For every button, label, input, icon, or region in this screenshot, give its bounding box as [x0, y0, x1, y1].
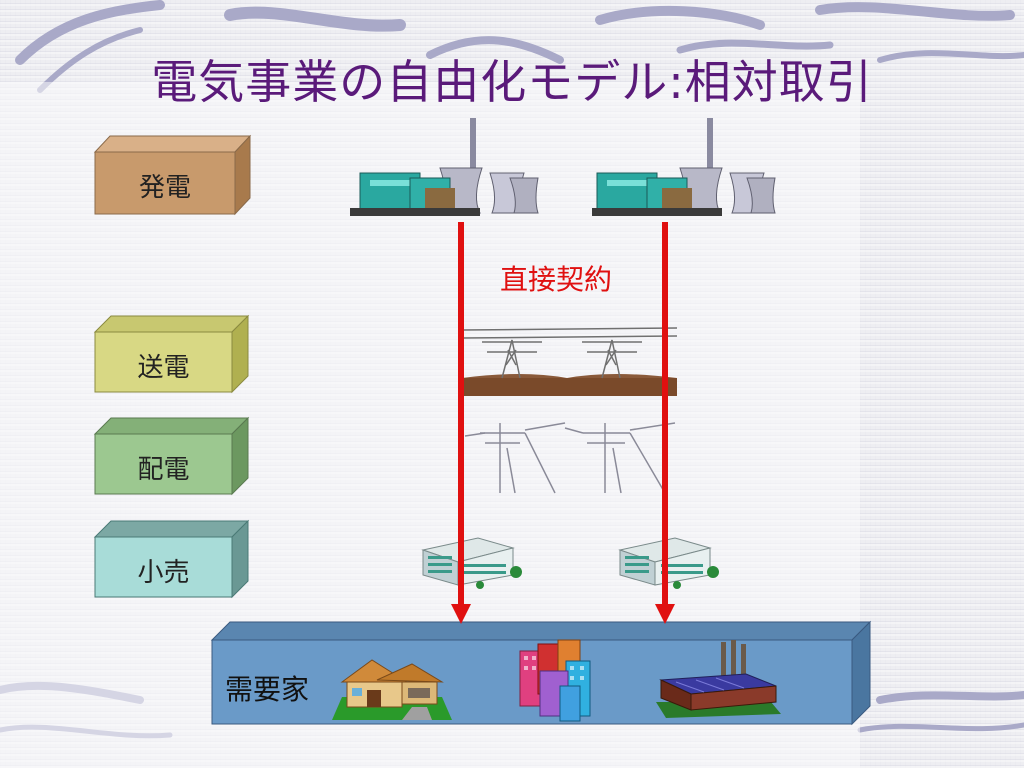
contract-arrow-line-right — [662, 222, 668, 612]
office-building-icon — [421, 537, 522, 589]
transmission-tower-icon — [462, 327, 677, 396]
layer-box-generation — [93, 134, 252, 216]
slide-title: 電気事業の自由化モデル:相対取引 — [151, 55, 873, 109]
direct-contract-label: 直接契約 — [500, 263, 613, 296]
layer-label-distribution: 配電 — [137, 455, 190, 485]
contract-arrow-line-left — [458, 222, 464, 612]
house-icon — [332, 659, 452, 720]
layer-box-distribution — [93, 416, 250, 496]
layer-box-retail — [93, 519, 250, 599]
arrow-head-left — [451, 604, 471, 624]
utility-pole-icon — [465, 422, 675, 494]
arrow-head-right — [655, 604, 675, 624]
power-plant-icon — [592, 118, 776, 216]
layer-label-retail: 小売 — [137, 558, 190, 588]
layer-label-transmission: 送電 — [137, 353, 190, 383]
layer-label-generation: 発電 — [138, 173, 191, 203]
city-buildings-icon — [519, 639, 591, 722]
factory-icon — [656, 640, 781, 718]
layer-box-transmission — [93, 314, 250, 394]
consumer-label: 需要家 — [225, 673, 310, 706]
power-plant-icon — [350, 118, 539, 216]
